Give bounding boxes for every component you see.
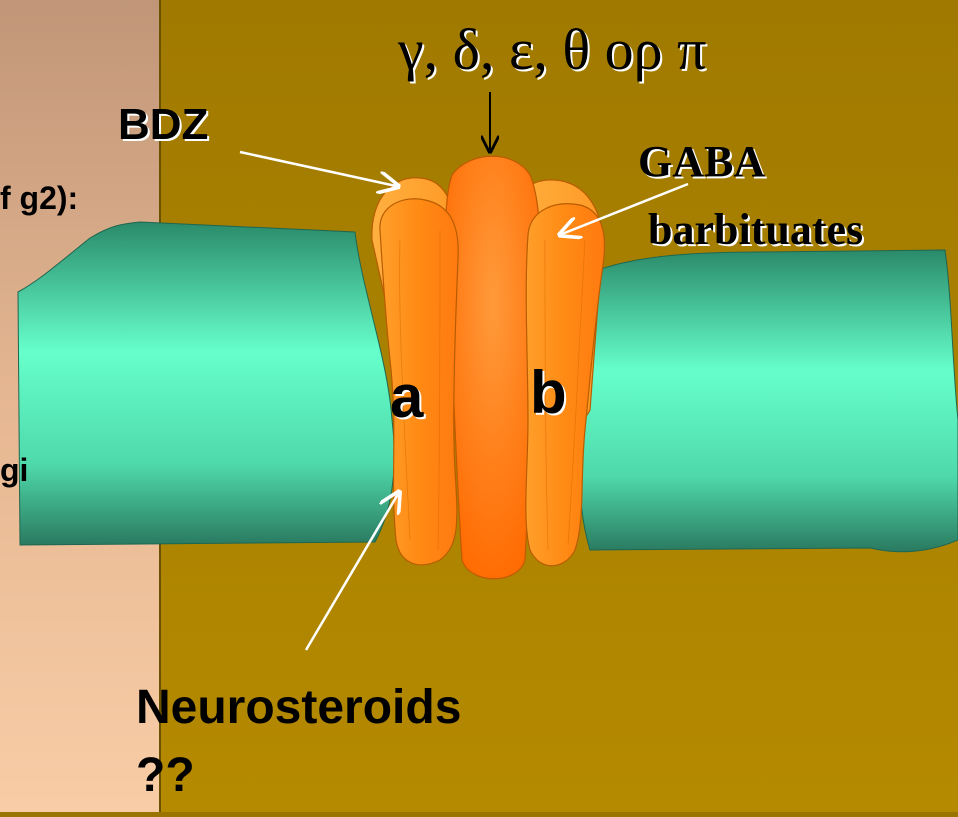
- membrane-left: [18, 222, 394, 545]
- question-label: ??: [136, 748, 195, 803]
- subunit-b-label: b: [530, 358, 567, 427]
- left-panel-text-1: f g2):: [0, 180, 78, 217]
- gaba-label: GABA: [638, 136, 765, 187]
- barbiturates-label: barbituates: [648, 204, 863, 255]
- subunit-options-label: γ, δ, ε, θ ορ π: [398, 18, 706, 82]
- neurosteroids-label: Neurosteroids: [136, 680, 461, 735]
- bdz-label: BDZ: [118, 100, 208, 150]
- membrane-right: [580, 250, 958, 552]
- left-panel-text-2: gi: [0, 452, 28, 489]
- subunit-a-label: a: [390, 362, 423, 431]
